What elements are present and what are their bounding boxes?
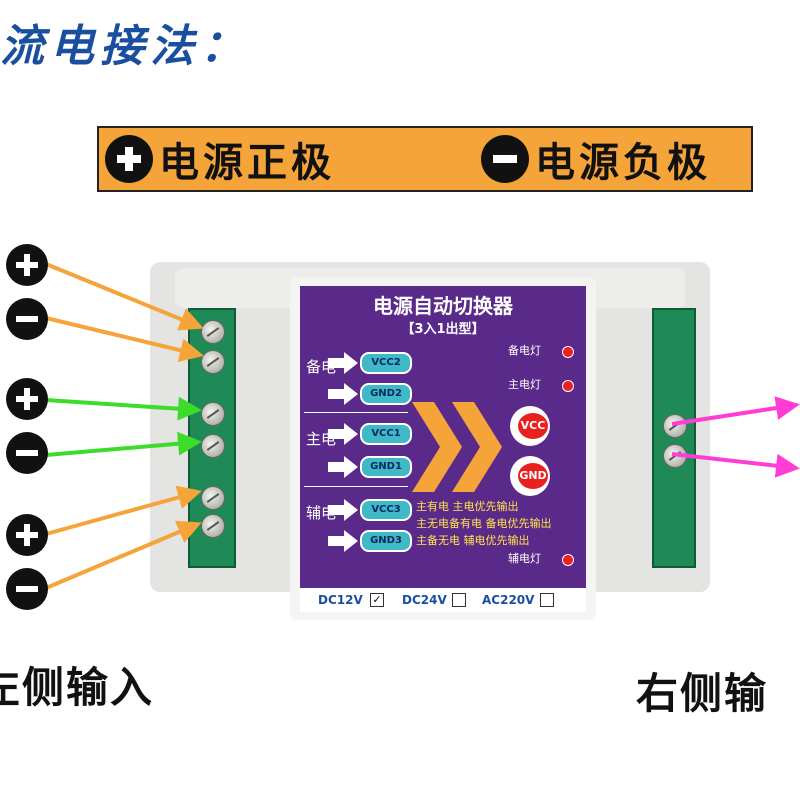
- arrow-icon: [344, 530, 358, 552]
- legend-positive-label: 电源正极: [159, 139, 335, 186]
- gnd3-label: GND3: [360, 530, 412, 552]
- panel-subtitle: 【3入1出型】: [401, 322, 485, 337]
- legend-negative-label: 电源负极: [535, 139, 711, 186]
- screw-terminal: [201, 320, 225, 344]
- gnd2-label: GND2: [360, 383, 412, 405]
- main-lamp-indicator: [562, 380, 574, 392]
- minus-icon: [481, 135, 529, 183]
- priority-note-2: 主无电备有电 备电优先输出: [416, 517, 552, 530]
- aux-lamp-label: 辅电灯: [508, 552, 541, 565]
- dc24v-checkbox: [452, 593, 466, 607]
- minus-icon: [6, 432, 48, 474]
- legend-negative: 电源负极: [481, 132, 711, 186]
- output-gnd-label: GND: [518, 463, 548, 489]
- plus-icon: [105, 135, 153, 183]
- backup-lamp-indicator: [562, 346, 574, 358]
- device-panel: 电源自动切换器 【3入1出型】 备电 VCC2 GND2 主电 VCC1 GND…: [300, 286, 586, 612]
- screw-terminal: [201, 434, 225, 458]
- output-terminal-block: [652, 308, 696, 568]
- left-input-label: 左侧输入: [0, 663, 155, 712]
- vcc3-label: VCC3: [360, 499, 412, 521]
- output-gnd-badge: GND: [510, 456, 550, 496]
- screw-terminal: [201, 402, 225, 426]
- dc12v-checkbox: ✓: [370, 593, 384, 607]
- page-title: 流电接法：: [0, 21, 250, 72]
- screw-terminal: [663, 414, 687, 438]
- arrow-icon: [344, 456, 358, 478]
- vcc2-label: VCC2: [360, 352, 412, 374]
- panel-title: 电源自动切换器: [373, 294, 513, 318]
- right-output-label: 右侧输: [636, 669, 769, 718]
- priority-note-3: 主备无电 辅电优先输出: [416, 534, 530, 547]
- voltage-options-bar: [300, 588, 586, 612]
- backup-lamp-label: 备电灯: [508, 344, 541, 357]
- screw-terminal: [201, 350, 225, 374]
- minus-icon: [6, 298, 48, 340]
- voltage-option-dc24v: DC24V: [402, 593, 447, 607]
- chevron-right-icon: [412, 402, 502, 492]
- gnd1-label: GND1: [360, 456, 412, 478]
- polarity-legend: 电源正极 电源负极: [97, 126, 753, 192]
- plus-icon: [6, 378, 48, 420]
- voltage-option-dc12v: DC12V: [318, 593, 363, 607]
- vcc1-label: VCC1: [360, 423, 412, 445]
- minus-icon: [6, 568, 48, 610]
- plus-icon: [6, 244, 48, 286]
- output-vcc-label: VCC: [518, 413, 548, 439]
- output-vcc-badge: VCC: [510, 406, 550, 446]
- priority-note-1: 主有电 主电优先输出: [416, 500, 519, 513]
- voltage-option-ac220v: AC220V: [482, 593, 535, 607]
- arrow-icon: [344, 423, 358, 445]
- plus-icon: [6, 514, 48, 556]
- ac220v-checkbox: [540, 593, 554, 607]
- arrow-icon: [344, 499, 358, 521]
- arrow-icon: [344, 383, 358, 405]
- main-lamp-label: 主电灯: [508, 378, 541, 391]
- legend-positive: 电源正极: [105, 132, 335, 186]
- aux-lamp-indicator: [562, 554, 574, 566]
- arrow-icon: [344, 352, 358, 374]
